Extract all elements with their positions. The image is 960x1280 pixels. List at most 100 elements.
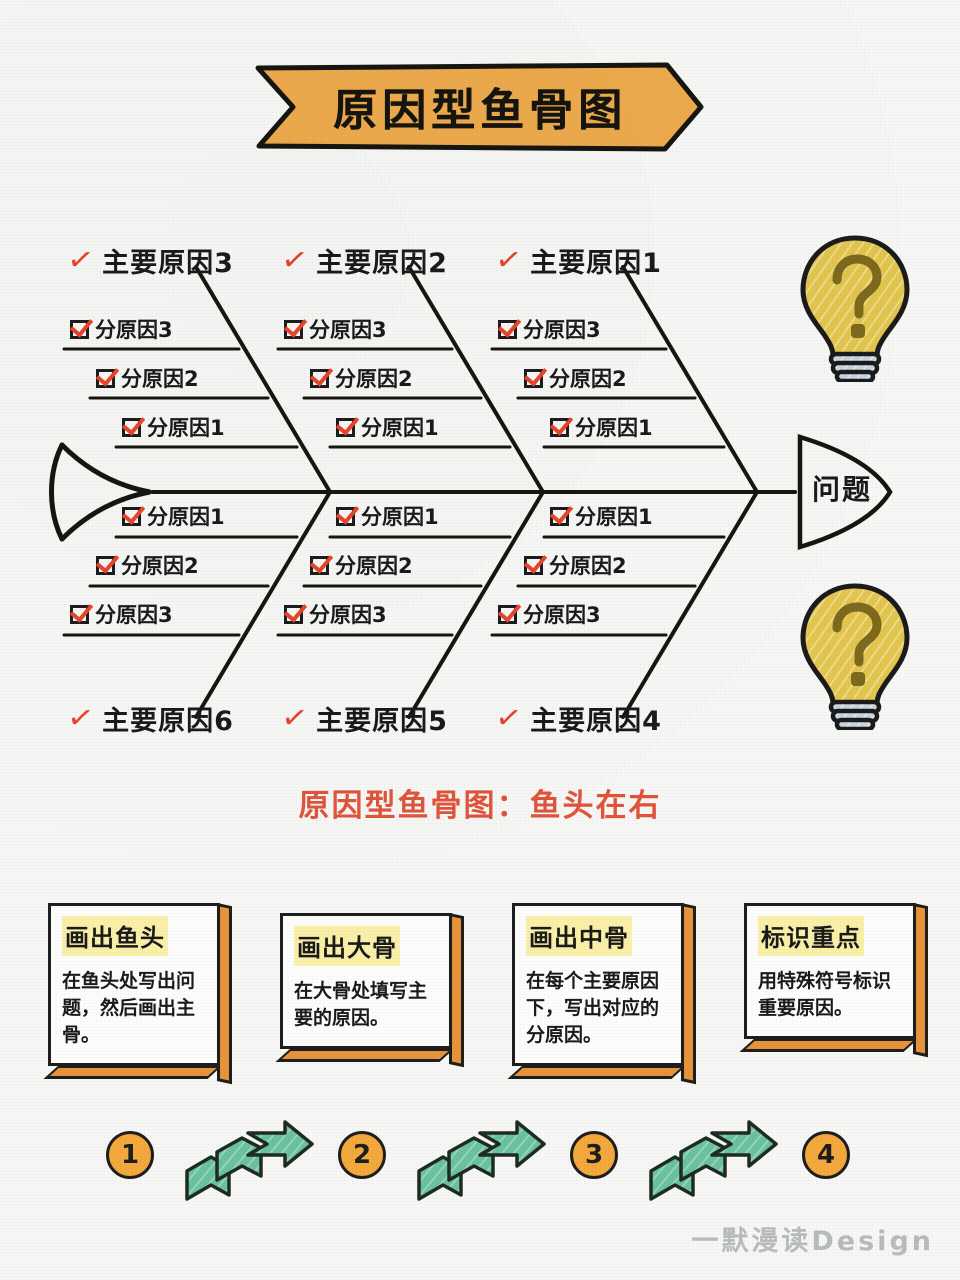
sub-cause-item[interactable]: 分原因2	[524, 550, 627, 580]
fishbone-diagram: ✓ 主要原因3 分原因3 分原因2 分原因1 ✓ 主要原因2 分原因3 分原因2…	[0, 205, 960, 775]
major-cause-text: 主要原因5	[316, 706, 448, 737]
checkbox-checked-icon	[70, 604, 89, 624]
lower-bone-2	[407, 490, 545, 719]
step-card-body: 用特殊符号标识重要原因。	[758, 970, 892, 1019]
sub-cause-item[interactable]: 分原因3	[284, 314, 387, 344]
sub-cause-text: 分原因1	[147, 505, 225, 529]
sub-cause-item[interactable]: 分原因1	[550, 412, 653, 442]
sub-cause-text: 分原因1	[361, 505, 439, 529]
sub-cause-item[interactable]: 分原因3	[70, 314, 173, 344]
sub-cause-item[interactable]: 分原因2	[524, 363, 627, 393]
sub-cause-text: 分原因1	[575, 416, 653, 440]
step-card-body: 在每个主要原因下，写出对应的分原因。	[526, 970, 660, 1046]
step-card[interactable]: 标识重点 用特殊符号标识重要原因。	[739, 903, 919, 1052]
sub-cause-text: 分原因2	[549, 367, 627, 391]
major-cause-label[interactable]: ✓ 主要原因3	[65, 240, 234, 280]
lightbulb-question-icon	[793, 580, 918, 734]
sub-cause-item[interactable]: 分原因2	[96, 550, 199, 580]
red-check-icon: ✓	[65, 240, 98, 280]
sub-cause-text: 分原因3	[95, 603, 173, 627]
step-card-title: 画出中骨	[526, 916, 632, 956]
sub-cause-text: 分原因1	[147, 416, 225, 440]
step-card[interactable]: 画出中骨 在每个主要原因下，写出对应的分原因。	[507, 903, 687, 1079]
sub-cause-text: 分原因3	[309, 603, 387, 627]
sub-cause-text: 分原因2	[549, 554, 627, 578]
sub-cause-text: 分原因2	[335, 554, 413, 578]
step-card[interactable]: 画出大骨 在大骨处填写主要的原因。	[275, 913, 455, 1062]
fishbone-skeleton	[49, 265, 893, 719]
sub-cause-item[interactable]: 分原因1	[336, 412, 439, 442]
sub-cause-item[interactable]: 分原因2	[310, 550, 413, 580]
sub-cause-text: 分原因1	[361, 416, 439, 440]
checkbox-checked-icon	[524, 368, 543, 388]
title-banner: 原因型鱼骨图	[255, 62, 705, 152]
step-card-body: 在鱼头处写出问题，然后画出主骨。	[62, 970, 196, 1046]
major-cause-label[interactable]: ✓ 主要原因2	[279, 240, 448, 280]
step-card[interactable]: 画出鱼头 在鱼头处写出问题，然后画出主骨。	[43, 903, 224, 1079]
step-number-badge[interactable]: 1	[106, 1131, 154, 1179]
sub-cause-item[interactable]: 分原因1	[336, 501, 439, 531]
checkbox-checked-icon	[96, 368, 115, 388]
sub-cause-text: 分原因3	[523, 603, 601, 627]
checkbox-checked-icon	[498, 604, 517, 624]
sub-cause-item[interactable]: 分原因1	[550, 501, 653, 531]
red-check-icon: ✓	[493, 698, 526, 738]
sub-cause-text: 分原因2	[121, 367, 199, 391]
banner-shape	[255, 62, 704, 152]
checkbox-checked-icon	[310, 368, 329, 388]
sub-cause-item[interactable]: 分原因2	[310, 363, 413, 393]
major-cause-label[interactable]: ✓ 主要原因6	[65, 698, 234, 738]
red-check-icon: ✓	[65, 698, 98, 738]
sub-cause-text: 分原因2	[335, 367, 413, 391]
lower-bone-1	[194, 490, 332, 719]
upper-bone-2	[407, 265, 545, 494]
card-bottom-edge	[275, 1047, 455, 1062]
sub-cause-item[interactable]: 分原因2	[96, 363, 199, 393]
step-number-badge[interactable]: 4	[802, 1131, 850, 1179]
red-check-icon: ✓	[279, 698, 312, 738]
major-cause-label[interactable]: ✓ 主要原因1	[493, 240, 662, 280]
checkbox-checked-icon	[284, 319, 303, 339]
sub-cause-text: 分原因2	[121, 554, 199, 578]
stepped-arrow-right-icon	[413, 1118, 553, 1207]
stepped-arrow-right-icon	[181, 1118, 321, 1207]
lightbulb-question-icon	[793, 232, 918, 386]
sub-cause-item[interactable]: 分原因3	[498, 599, 601, 629]
sub-cause-item[interactable]: 分原因3	[498, 314, 601, 344]
checkbox-checked-icon	[96, 555, 115, 575]
step-number-badge[interactable]: 2	[338, 1131, 386, 1179]
sub-cause-text: 分原因3	[523, 318, 601, 342]
sub-cause-item[interactable]: 分原因3	[284, 599, 387, 629]
major-cause-text: 主要原因4	[530, 706, 662, 737]
checkbox-checked-icon	[336, 417, 355, 437]
stepped-arrow-right-icon	[645, 1118, 785, 1207]
sub-cause-item[interactable]: 分原因1	[122, 501, 225, 531]
checkbox-checked-icon	[336, 506, 355, 526]
checkbox-checked-icon	[122, 417, 141, 437]
major-cause-text: 主要原因1	[530, 248, 662, 279]
card-bottom-edge	[739, 1037, 919, 1052]
step-number-badge[interactable]: 3	[570, 1131, 618, 1179]
fish-tail	[59, 442, 151, 542]
upper-bone-3	[621, 265, 759, 494]
sub-cause-item[interactable]: 分原因1	[122, 412, 225, 442]
sub-cause-text: 分原因3	[95, 318, 173, 342]
checkbox-checked-icon	[70, 319, 89, 339]
checkbox-checked-icon	[524, 555, 543, 575]
sub-cause-item[interactable]: 分原因3	[70, 599, 173, 629]
card-bottom-edge	[507, 1064, 687, 1079]
red-check-icon: ✓	[493, 240, 526, 280]
major-cause-label[interactable]: ✓ 主要原因4	[493, 698, 662, 738]
major-cause-label[interactable]: ✓ 主要原因5	[279, 698, 448, 738]
card-bottom-edge	[43, 1064, 224, 1079]
red-check-icon: ✓	[279, 240, 312, 280]
sub-cause-text: 分原因1	[575, 505, 653, 529]
step-card-title: 画出大骨	[294, 926, 400, 966]
major-cause-text: 主要原因2	[316, 248, 448, 279]
checkbox-checked-icon	[550, 506, 569, 526]
step-card-body: 在大骨处填写主要的原因。	[294, 980, 428, 1029]
fish-head-problem-label[interactable]: 问题	[812, 473, 873, 506]
diagram-caption: 原因型鱼骨图：鱼头在右	[298, 788, 662, 824]
checkbox-checked-icon	[284, 604, 303, 624]
sub-cause-text: 分原因3	[309, 318, 387, 342]
